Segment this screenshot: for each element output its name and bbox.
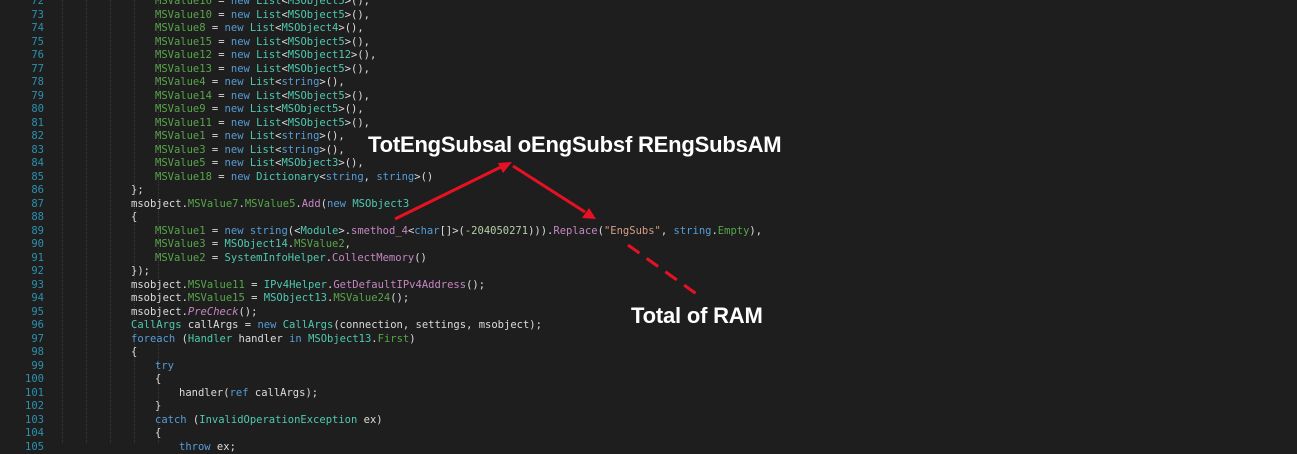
annotation-decoded-string: TotEngSubsal oEngSubsf REngSubsAM [368, 132, 781, 158]
arrow-line-right [513, 166, 585, 212]
annotation-total-of-ram: Total of RAM [631, 303, 763, 329]
annotation-arrows [0, 0, 1297, 443]
dashed-line [628, 245, 698, 295]
arrow-line-left [395, 165, 505, 219]
